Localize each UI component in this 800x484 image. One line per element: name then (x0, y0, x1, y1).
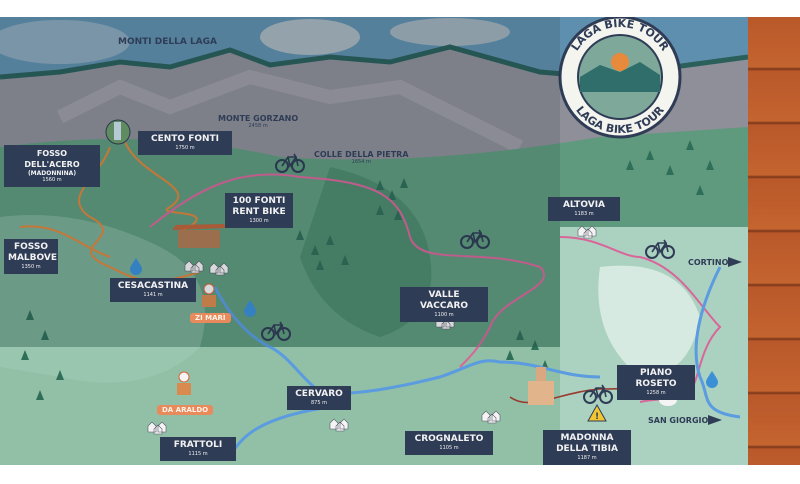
place-subtitle: (MADONNINA) (27, 170, 77, 177)
place-name: VALLE VACCARO (419, 290, 469, 311)
place-name: CENTO FONTI (150, 134, 220, 144)
direction-san-giorgio: SAN GIORGIO (648, 416, 709, 425)
place-elevation: 1300 m (249, 218, 269, 224)
place-name: MALBOVE (8, 253, 58, 263)
restaurant-icon (177, 371, 191, 395)
arrow-icon (708, 415, 722, 425)
place-name: 100 FONTI (232, 196, 286, 206)
place-elevation: 1560 m (42, 177, 62, 183)
peak-name: COLLE DELLA PIETRA (314, 150, 409, 159)
place-elevation: 1350 m (21, 264, 41, 270)
waterfall-icon (105, 119, 131, 145)
place-name: MADONNA (560, 433, 614, 443)
place-name: CESACASTINA (117, 281, 189, 291)
peak-elevation: 2458 m (248, 123, 268, 129)
restaurant-label: DA ARALDO (157, 405, 214, 415)
restaurant-icon (202, 283, 216, 307)
place-name: FOSSO (13, 242, 48, 252)
place-name: PIANO ROSETO (635, 368, 677, 389)
place-name: CROGNALETO (414, 434, 484, 444)
restaurant-label: ZI MARÌ (190, 313, 231, 323)
place-name: FRATTOLI (173, 440, 223, 450)
place-name: CERVARO (295, 389, 343, 399)
laga-bike-tour-logo: LAGA BIKE TOUR LAGA BIKE TOUR (558, 17, 682, 139)
label-fosso-acero: FOSSO DELL'ACERO(MADONNINA)1560 m (4, 145, 100, 187)
range-title: MONTI DELLA LAGA (118, 37, 217, 47)
place-elevation: 1183 m (574, 211, 594, 217)
arrow-icon (728, 257, 742, 267)
place-name: DELLA TIBIA (556, 444, 618, 454)
place-elevation: 1187 m (577, 455, 597, 461)
place-elevation: 1105 m (439, 445, 459, 451)
place-elevation: 875 m (310, 400, 327, 406)
place-elevation: 1258 m (646, 390, 666, 396)
place-elevation: 1141 m (143, 292, 163, 298)
place-elevation: 1750 m (175, 145, 195, 151)
place-elevation: 1115 m (188, 451, 208, 457)
wooden-wall (745, 17, 800, 465)
peak-elevation: 1654 m (351, 159, 371, 165)
svg-text:!: ! (595, 412, 599, 422)
peak-name: MONTE GORZANO (218, 114, 299, 123)
place-name: RENT BIKE (232, 207, 286, 217)
direction-cortino: CORTINO (688, 258, 729, 267)
trail-map-sign: LAGA BIKE TOUR LAGA BIKE TOUR ! MONTI DE… (0, 17, 748, 465)
place-name: ALTOVIA (562, 200, 606, 210)
warning-icon: ! (587, 403, 607, 422)
place-elevation: 1100 m (434, 312, 454, 318)
place-name: FOSSO DELL'ACERO (24, 149, 80, 169)
